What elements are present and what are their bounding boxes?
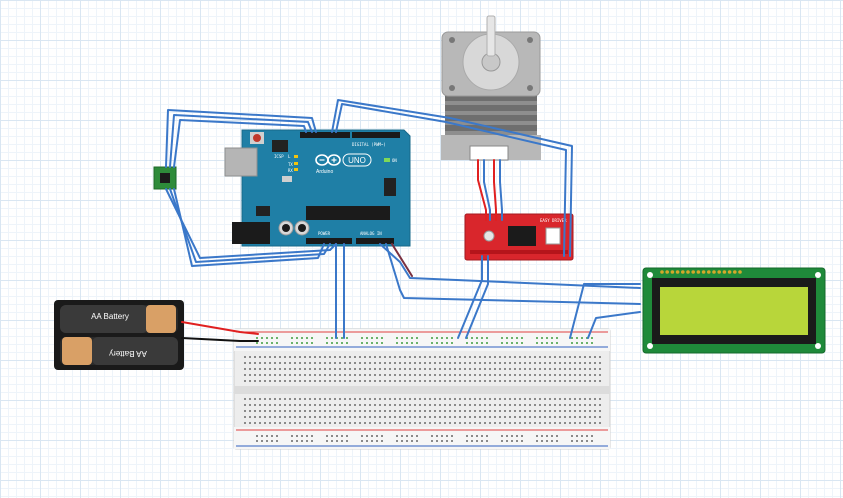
microcontroller-chip [306,206,390,220]
arduino-logo-icon [315,154,341,166]
motor-shaft [486,15,496,57]
chip-icon [160,173,170,183]
analog-header-label: ANALOG IN [360,231,382,236]
wire-battery-negative [181,337,259,342]
on-led [384,158,390,162]
wire-lcd-breadboard-1 [569,283,641,339]
lcd-screen [660,287,808,335]
digital-header-2 [352,132,400,138]
on-led-label: ON [392,158,397,163]
icsp-label: ICSP [274,154,284,159]
breadboard-holes [244,337,601,442]
arduino-uno-board: ICSP DIGITAL (PWM~) UNO Arduino L TX RX … [224,129,411,247]
lcd-display [642,267,826,354]
wire-arduino-lcd-2 [385,243,641,305]
wire-arduino-lcd-1 [379,243,641,289]
usb-port [224,147,258,177]
power-jack [232,222,270,244]
wire-sensor-bottom-3 [173,188,325,267]
motor-connector [469,145,509,161]
icsp-header [384,178,396,196]
wire-driver-breadboard-2 [465,255,489,339]
battery-cell-1-label: AA Battery [91,312,129,321]
wire-lcd-breadboard-2 [587,311,641,339]
power-header [306,238,352,244]
power-header-label: POWER [318,231,331,236]
center-channel [234,386,610,394]
stepper-motor [441,15,541,161]
wire-arduino-driver-2 [335,103,567,257]
wire-sensor-top-3 [173,119,307,168]
battery-pack: AA Battery AA Battery [54,300,184,370]
arduino-brand-label: Arduino [316,169,333,175]
led-rx-label: RX [288,168,293,173]
led-l-label: L [288,154,291,159]
wire-driver-breadboard-1 [457,255,483,339]
lcd-pin-header [660,270,742,274]
wire-battery-positive [181,321,259,335]
digital-header-1 [300,132,350,138]
analog-header [356,238,394,244]
wire-motor-coil-1 [477,159,487,221]
sensor-module [153,166,177,190]
wires [165,99,641,342]
stepper-driver-board: EASY DRIVER [464,213,574,261]
wire-sensor-top-1 [165,109,317,168]
driver-chip [508,226,536,246]
driver-board-label: EASY DRIVER [540,218,567,223]
arduino-model-label: UNO [348,156,366,165]
potentiometer [483,230,495,242]
digital-header-label: DIGITAL (PWM~) [352,142,386,147]
led-tx-label: TX [288,162,293,167]
breadboard[interactable] [233,328,611,450]
battery-cell-2-label: AA Battery [109,349,147,358]
wire-arduino-driver-1 [331,99,573,257]
wire-sensor-top-2 [169,114,313,168]
reset-button [253,134,261,142]
